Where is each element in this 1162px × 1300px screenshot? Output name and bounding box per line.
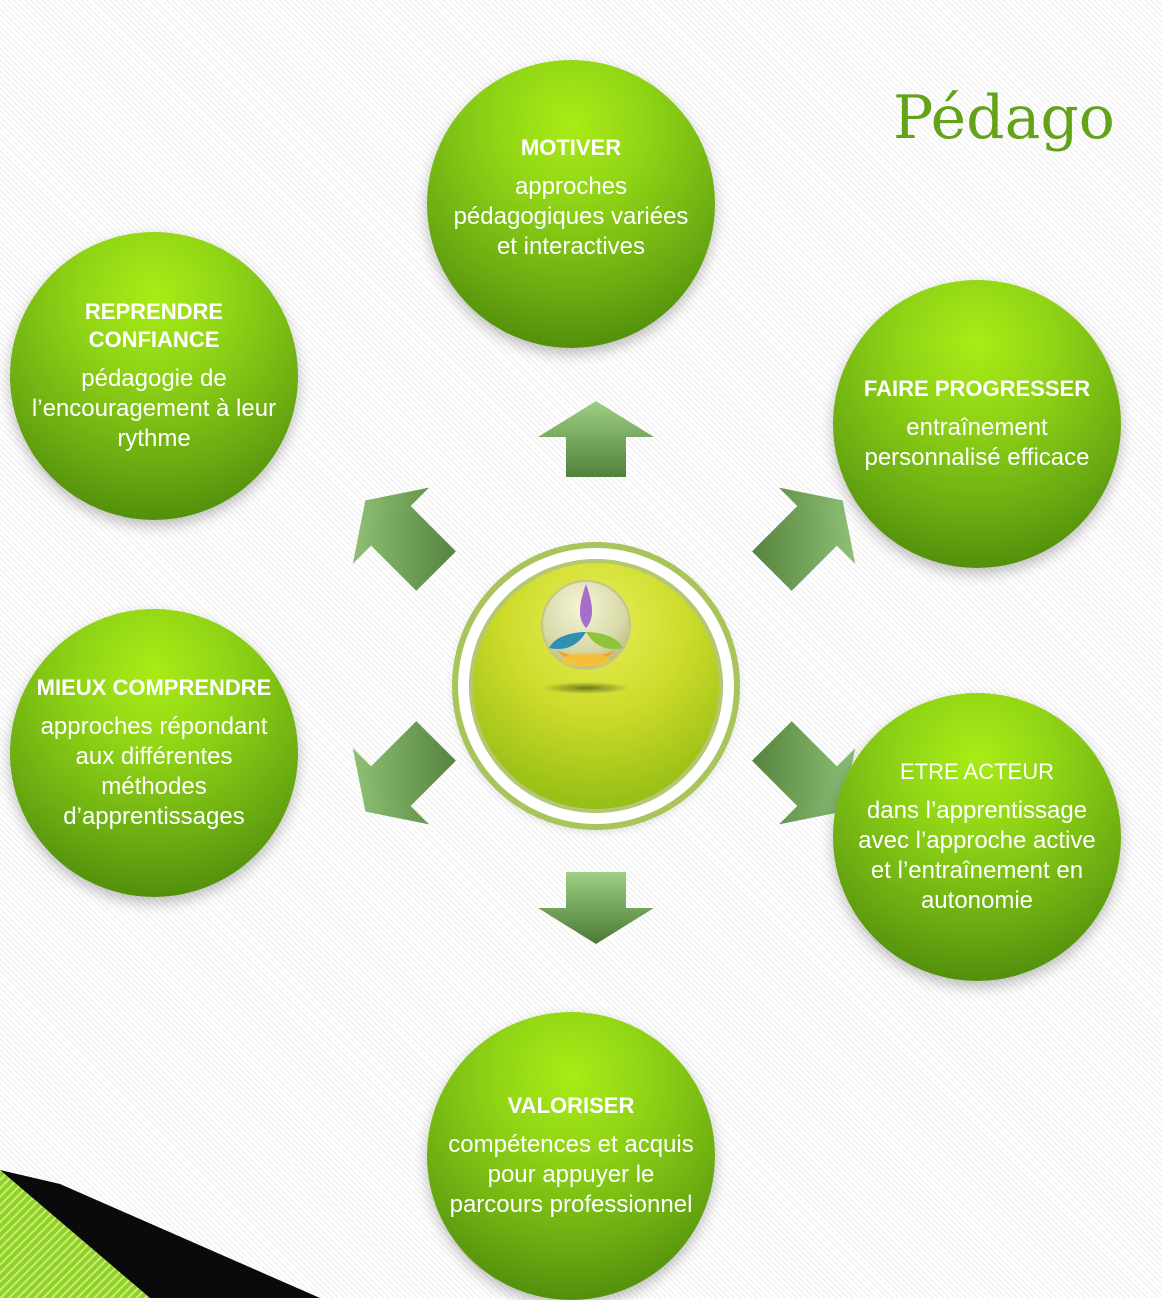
arrow-up-right-icon [752,487,856,591]
node-heading: FAIRE PROGRESSER [863,376,1091,401]
node-body: pédagogie de l’encouragement à leur ryth… [31,365,277,452]
node-heading: ETRE ACTEUR [899,759,1055,784]
corner-decoration [0,1170,320,1298]
node-heading: VALORISER [507,1093,635,1118]
trefoil-logo-icon [541,580,631,694]
node-mieux-comprendre: MIEUX COMPRENDRE approches répondant aux… [10,609,298,897]
node-body: compétences et acquis pour appuyer le pa… [448,1131,694,1218]
arrow-down-right-icon [752,721,856,825]
node-faire-progresser: FAIRE PROGRESSER entraînement personnali… [833,280,1121,568]
arrow-up-left-icon [352,487,456,591]
node-heading: REPRENDRE CONFIANCE [84,299,224,352]
center-circle [458,548,734,824]
arrow-up-icon [538,401,654,477]
arrow-down-left-icon [352,721,456,825]
node-valoriser: VALORISER compétences et acquis pour app… [427,1012,715,1300]
node-reprendre-confiance: REPRENDRE CONFIANCE pédagogie de l’encou… [10,232,298,520]
node-body: entraînement personnalisé efficace [864,414,1090,471]
node-body: approches répondant aux différentes méth… [40,713,268,830]
arrow-down-icon [538,872,654,944]
node-heading: MIEUX COMPRENDRE [36,675,272,700]
node-etre-acteur: ETRE ACTEUR dans l’apprentissage avec l’… [833,693,1121,981]
node-body: dans l’apprentissage avec l’approche act… [858,797,1096,914]
node-heading: MOTIVER [520,135,622,160]
node-body: approches pédagogiques variées et intera… [453,173,689,260]
node-motiver: MOTIVER approches pédagogiques variées e… [427,60,715,348]
page-title: Pédago [893,83,1115,153]
